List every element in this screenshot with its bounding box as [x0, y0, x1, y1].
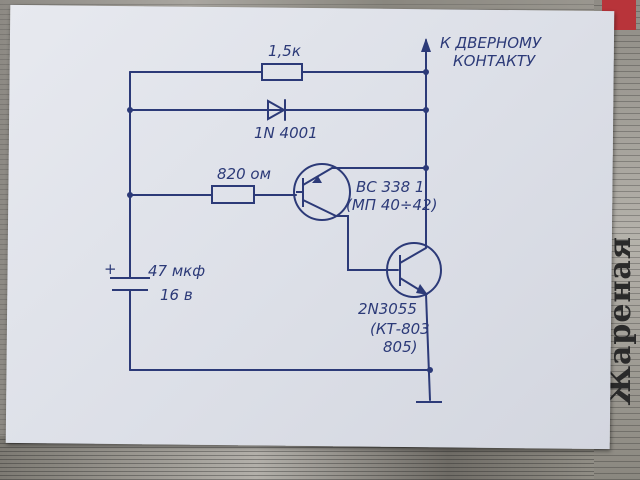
resistor-820-symbol	[211, 185, 255, 204]
junction-dot	[423, 69, 429, 75]
resistor-1k5-symbol	[261, 63, 303, 81]
label-transistor1-line2: (МП 40÷42)	[346, 196, 437, 214]
junction-dot	[423, 165, 429, 171]
label-resistor-top: 1,5к	[268, 42, 301, 60]
label-transistor2-line2: (КТ-803	[370, 320, 430, 338]
label-capacitor-1: 47 мкф	[148, 262, 205, 280]
junction-dot	[423, 107, 429, 113]
label-door-contact-2: КОНТАКТУ	[453, 52, 536, 70]
label-diode: 1N 4001	[254, 124, 318, 142]
t2-emitter-wire	[425, 293, 431, 401]
label-transistor2-line1: 2N3055	[358, 300, 417, 318]
label-transistor1-line1: BC 338 1	[356, 178, 424, 196]
resistor-820-branch	[129, 185, 297, 204]
label-resistor-mid: 820 ом	[217, 165, 271, 183]
diode-symbol	[267, 99, 287, 121]
junction-dot	[127, 107, 133, 113]
label-capacitor-2: 16 в	[160, 286, 193, 304]
label-door-contact-1: К ДВЕРНОМУ	[440, 34, 542, 52]
top-resistor-branch	[129, 63, 427, 81]
transistor-bc338-symbol	[293, 163, 351, 221]
label-transistor2-line3: 805)	[383, 338, 417, 356]
t1-emitter-wire	[335, 215, 399, 271]
junction-dot	[427, 367, 433, 373]
capacitor-symbol	[110, 269, 150, 371]
junction-dot	[127, 192, 133, 198]
transistor-2n3055-symbol	[386, 242, 442, 298]
diode-branch	[129, 99, 427, 121]
label-capacitor-plus: +	[104, 260, 117, 278]
